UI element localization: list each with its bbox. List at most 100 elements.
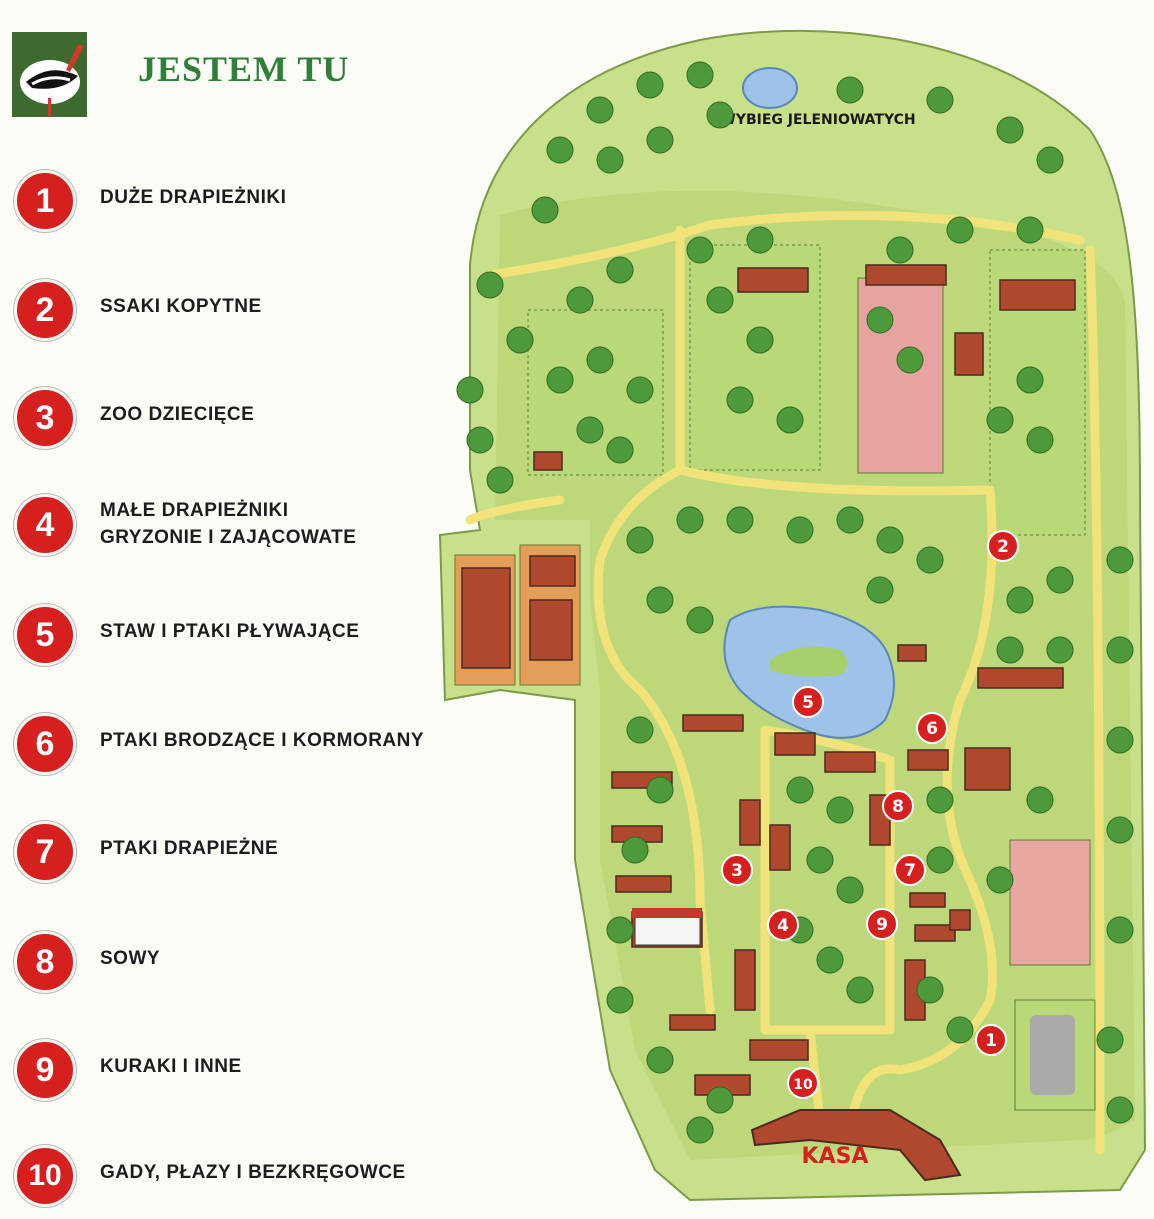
marker-circle [787, 1067, 819, 1099]
marker-circle [916, 712, 948, 744]
tree [996, 636, 1024, 664]
tree [476, 271, 504, 299]
map-marker-3[interactable]: 3 [721, 854, 753, 886]
legend-label: DUŻE DRAPIEŻNIKI [100, 187, 287, 208]
tree [996, 116, 1024, 144]
tree [686, 61, 714, 89]
building-3 [999, 279, 1076, 311]
tree [1046, 636, 1074, 664]
building-10 [977, 667, 1064, 689]
legend-number-badge: 4 [14, 494, 76, 556]
legend-label: MAŁE DRAPIEŻNIKI GRYZONIE I ZAJĄCOWATE [100, 500, 357, 548]
tree [596, 146, 624, 174]
tree [466, 426, 494, 454]
tree [1096, 1026, 1124, 1054]
tree [706, 1086, 734, 1114]
tree [926, 86, 954, 114]
marker-circle [987, 530, 1019, 562]
tree [926, 846, 954, 874]
tree [626, 526, 654, 554]
path-east-edge [1085, 245, 1105, 1155]
tree [546, 366, 574, 394]
tree [576, 416, 604, 444]
house-white [634, 914, 701, 946]
legend-number-badge: 3 [14, 387, 76, 449]
map-marker-1[interactable]: 1 [975, 1024, 1007, 1056]
tree [456, 376, 484, 404]
legend-item-3: 3 ZOO DZIECIĘCE [14, 387, 484, 449]
enclosure-label: WYBIEG JELENIOWATYCH [720, 112, 915, 128]
tree [626, 376, 654, 404]
enclosure-north-2 [857, 277, 944, 474]
map-marker-4[interactable]: 4 [767, 909, 799, 941]
legend-number-badge: 5 [14, 604, 76, 666]
marker-number: 4 [777, 916, 789, 936]
tree [1006, 586, 1034, 614]
map-marker-2[interactable]: 2 [987, 530, 1019, 562]
map-marker-10[interactable]: 10 [787, 1067, 819, 1099]
tree [646, 776, 674, 804]
tree [886, 236, 914, 264]
building-12 [774, 732, 816, 756]
legend-label: KURAKI I INNE [100, 1056, 242, 1077]
legend-number-badge: 1 [14, 170, 76, 232]
marker-number: 6 [926, 719, 938, 739]
tree [606, 916, 634, 944]
tree [786, 776, 814, 804]
tree [776, 406, 804, 434]
marker-number: 3 [731, 861, 743, 881]
map-marker-7[interactable]: 7 [894, 854, 926, 886]
tree [646, 586, 674, 614]
tree [916, 546, 944, 574]
tree [706, 286, 734, 314]
tree [1106, 916, 1134, 944]
marker-circle [792, 686, 824, 718]
building-11 [682, 714, 744, 732]
legend-label: SSAKI KOPYTNE [100, 296, 262, 317]
tree [686, 1116, 714, 1144]
marker-number: 1 [985, 1031, 997, 1051]
legend-number-badge: 2 [14, 279, 76, 341]
zoo-logo [12, 32, 87, 117]
path-farm [465, 495, 565, 525]
tree [486, 466, 514, 494]
tree [1026, 786, 1054, 814]
legend-label: ZOO DZIECIĘCE [100, 404, 255, 425]
marker-number: 8 [892, 797, 904, 817]
tree [1106, 546, 1134, 574]
building-27 [914, 924, 956, 942]
map-marker-6[interactable]: 6 [916, 712, 948, 744]
path-north [485, 210, 1085, 280]
tree [946, 216, 974, 244]
legend-label: GADY, PŁAZY I BEZKRĘGOWCE [100, 1162, 406, 1183]
tree [546, 136, 574, 164]
map-marker-5[interactable]: 5 [792, 686, 824, 718]
building-18 [615, 875, 672, 893]
tree [586, 346, 614, 374]
tree [746, 226, 774, 254]
tree [531, 196, 559, 224]
map-marker-9[interactable]: 9 [866, 908, 898, 940]
tree [726, 386, 754, 414]
tree [986, 866, 1014, 894]
tree [646, 126, 674, 154]
map-trees [456, 61, 1134, 1144]
map-marker-8[interactable]: 8 [882, 790, 914, 822]
legend-label: PTAKI BRODZĄCE I KORMORANY [100, 730, 425, 751]
marker-circle [882, 790, 914, 822]
tree [1016, 366, 1044, 394]
tree [506, 326, 534, 354]
building-4 [533, 451, 563, 471]
building-24 [769, 824, 791, 871]
building-30 [734, 949, 756, 1011]
legend-number-badge: 6 [14, 713, 76, 775]
tree [676, 506, 704, 534]
marker-number: 2 [997, 537, 1009, 557]
entrance-label: KASA [802, 1144, 869, 1169]
